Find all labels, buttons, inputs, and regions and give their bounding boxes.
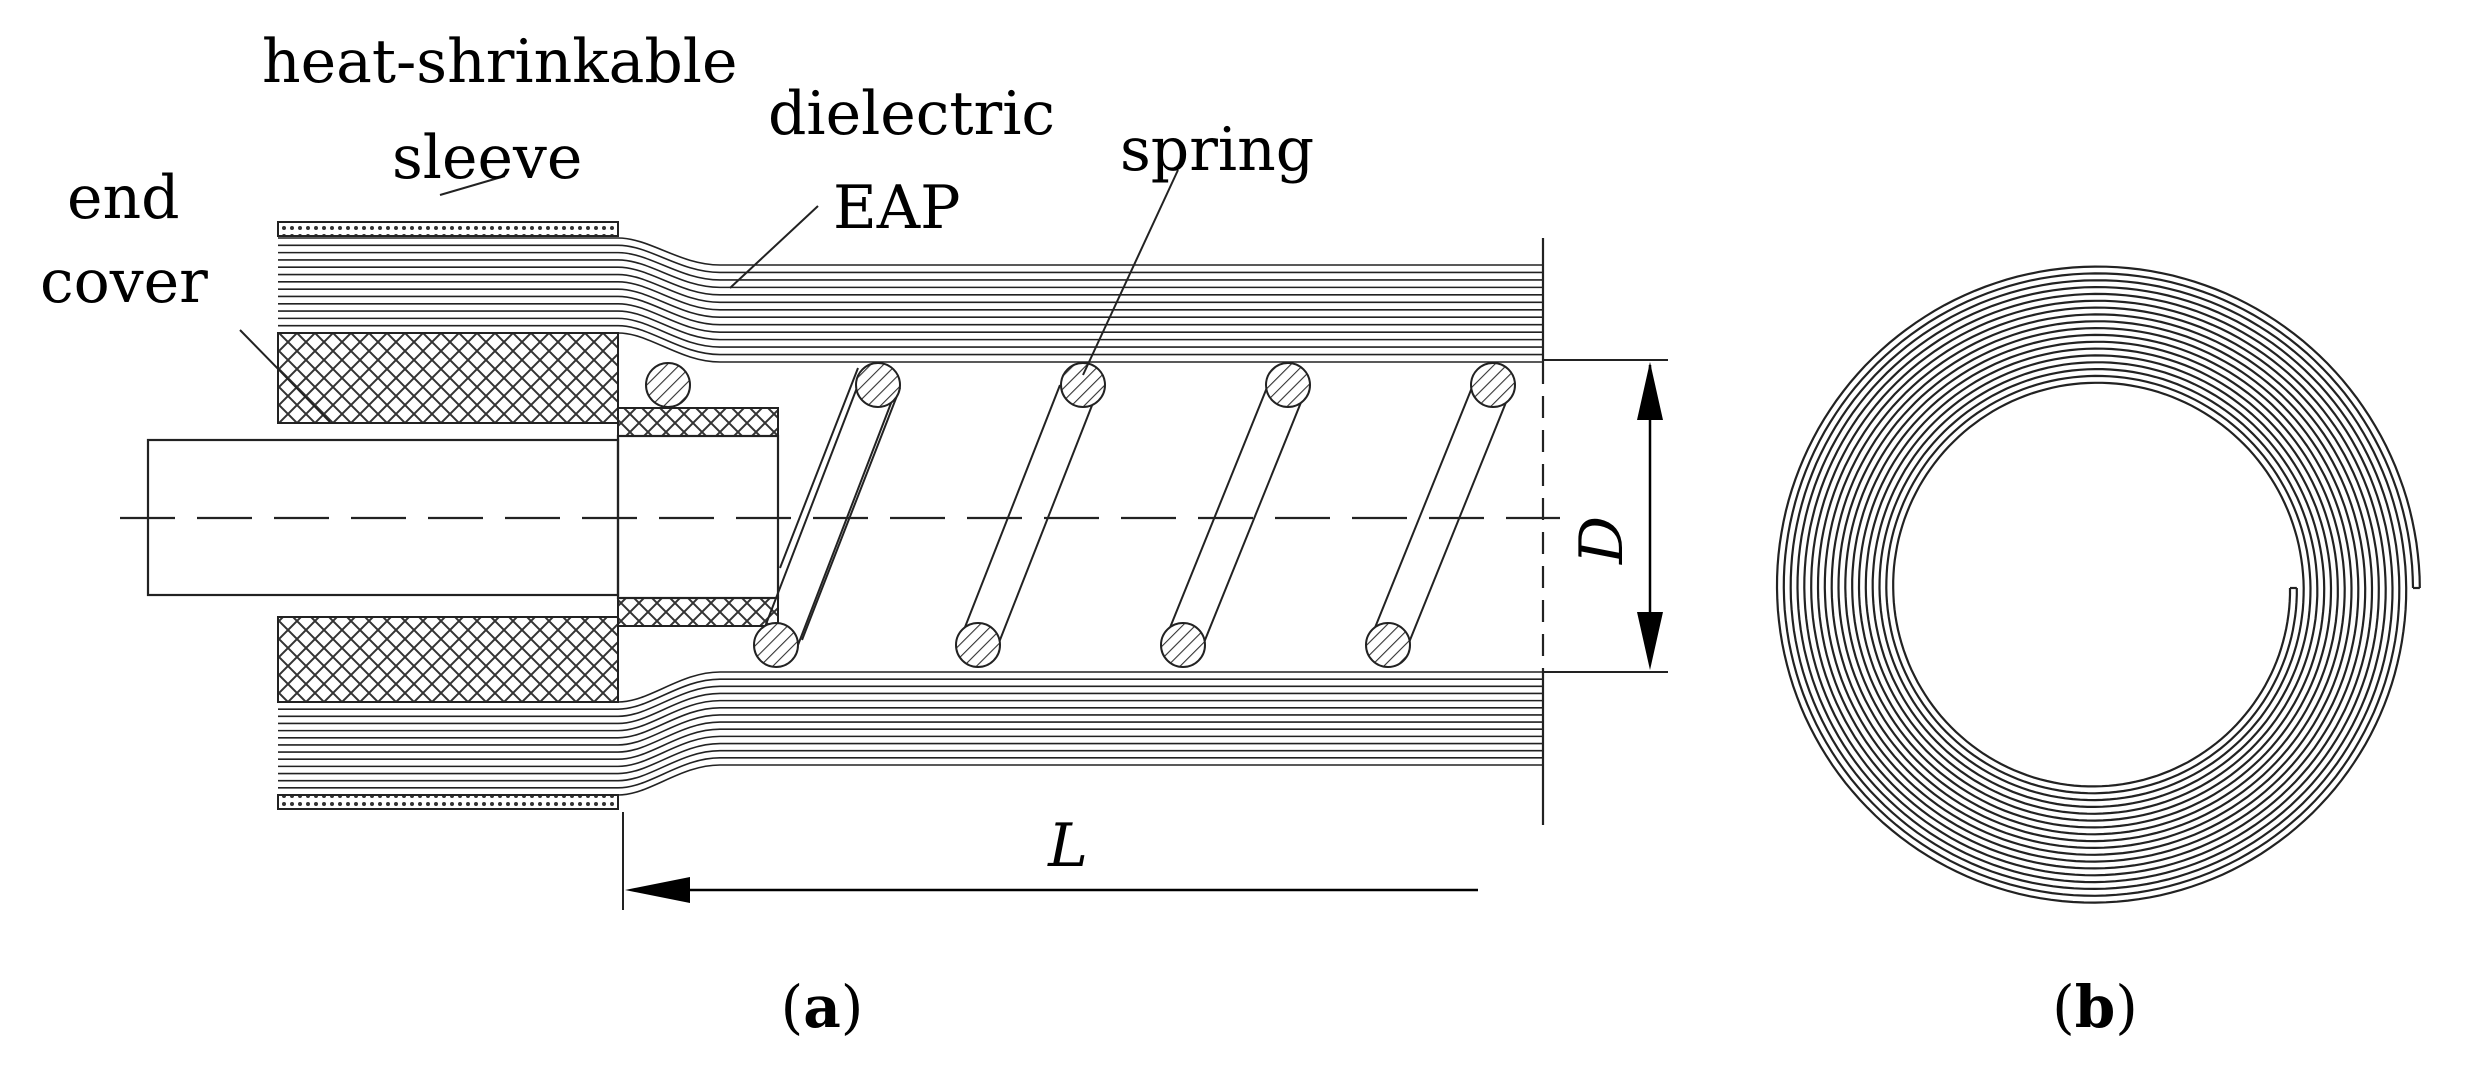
label-l: L — [1047, 811, 1088, 881]
dielectric-eap-bottom-layers — [278, 671, 1543, 796]
eap-layer-line — [278, 699, 1543, 732]
spring-rod-edge — [801, 387, 901, 641]
eap-layer-line — [278, 310, 1543, 341]
end-cover-top-block — [277, 332, 619, 424]
spring-wire-section-bottom — [1160, 622, 1206, 668]
end-cover-bottom-block — [277, 616, 619, 703]
label-spring: spring — [1120, 115, 1314, 185]
eap-layer-line — [278, 295, 1543, 326]
eap-layer-line — [278, 728, 1543, 761]
l-arrow-left-icon — [625, 877, 690, 903]
label-cover-line2: cover — [40, 247, 208, 317]
eap-layer-line — [278, 685, 1543, 718]
eap-layer-line — [278, 251, 1543, 281]
spring-rod-edge — [1162, 384, 1269, 646]
spring-wire-section-top — [645, 362, 691, 408]
eap-layer-line — [278, 237, 1543, 266]
eap-layer-line — [278, 259, 1543, 289]
eap-layer-line — [278, 678, 1543, 710]
eap-layer-line — [278, 757, 1543, 789]
label-d: D — [1567, 516, 1637, 565]
eap-layer-line — [278, 324, 1543, 356]
eap-layer-line — [278, 288, 1543, 319]
label-heat-shrinkable-line1: heat-shrinkable — [262, 27, 738, 97]
eap-layer-line — [278, 692, 1543, 725]
panel-b-rolled-spiral: (b) — [1775, 265, 2421, 1041]
spring-wire-section-bottom — [753, 622, 799, 668]
spring-wire-section-top — [1470, 362, 1516, 408]
leader-dielectric-eap — [729, 205, 819, 289]
eap-layer-line — [278, 281, 1543, 311]
spring-wire-section-bottom — [1365, 622, 1411, 668]
eap-layer-line — [278, 749, 1543, 782]
leader-end-cover — [239, 329, 331, 423]
d-arrow-down-icon — [1637, 612, 1663, 670]
leader-sleeve — [439, 175, 506, 196]
eap-layer-line — [278, 706, 1543, 739]
spring-rod-edge — [1367, 384, 1474, 646]
spiral-layer-line — [1775, 265, 2421, 904]
spring-rod-edge — [997, 384, 1101, 646]
leader-spring — [1082, 169, 1179, 376]
eap-layer-line — [278, 266, 1543, 296]
heat-shrinkable-sleeve-top — [277, 221, 619, 237]
caption-a: (a) — [781, 973, 864, 1041]
spring-rod-edge — [1407, 384, 1514, 646]
caption-b: (b) — [2052, 973, 2138, 1041]
eap-layer-line — [278, 317, 1543, 348]
spiral-layer-line — [1782, 272, 2415, 897]
label-end-line1: end — [67, 163, 180, 233]
spring-rod-edge — [1202, 384, 1309, 646]
eap-layer-line — [278, 764, 1543, 796]
spring-rod-edge — [797, 384, 899, 646]
spring-wire-section-top — [1265, 362, 1311, 408]
eap-spiral-roll — [1775, 265, 2421, 904]
d-arrow-up-icon — [1637, 362, 1663, 420]
panel-a-cross-section: D L heat-shrinkable sleeve end cover die… — [40, 27, 1668, 1041]
label-dielectric-line1: dielectric — [768, 79, 1055, 149]
spring-rod-edge — [779, 367, 859, 569]
eap-layer-line — [278, 273, 1543, 304]
eap-layer-line — [278, 302, 1543, 333]
eap-layer-line — [278, 742, 1543, 775]
eap-layer-line — [278, 332, 1543, 363]
dielectric-eap-top-layers — [278, 237, 1543, 363]
eap-layer-line — [278, 671, 1543, 703]
label-sleeve-line2: sleeve — [392, 123, 582, 193]
spring-rod-edge — [757, 384, 859, 646]
spring-rod-edge — [957, 384, 1061, 646]
label-eap-line2: EAP — [833, 173, 961, 243]
eap-layer-line — [278, 244, 1543, 274]
eap-layer-line — [278, 721, 1543, 753]
spring-wire-section-top — [1060, 362, 1106, 408]
collar-top — [617, 407, 779, 437]
eap-layer-line — [278, 714, 1543, 746]
collar-bottom — [617, 597, 779, 627]
eap-layer-line — [278, 735, 1543, 768]
spring-coils — [645, 362, 1516, 668]
spring-wire-section-top — [855, 362, 901, 408]
heat-shrinkable-sleeve-bottom — [277, 794, 619, 810]
spring-wire-section-bottom — [955, 622, 1001, 668]
